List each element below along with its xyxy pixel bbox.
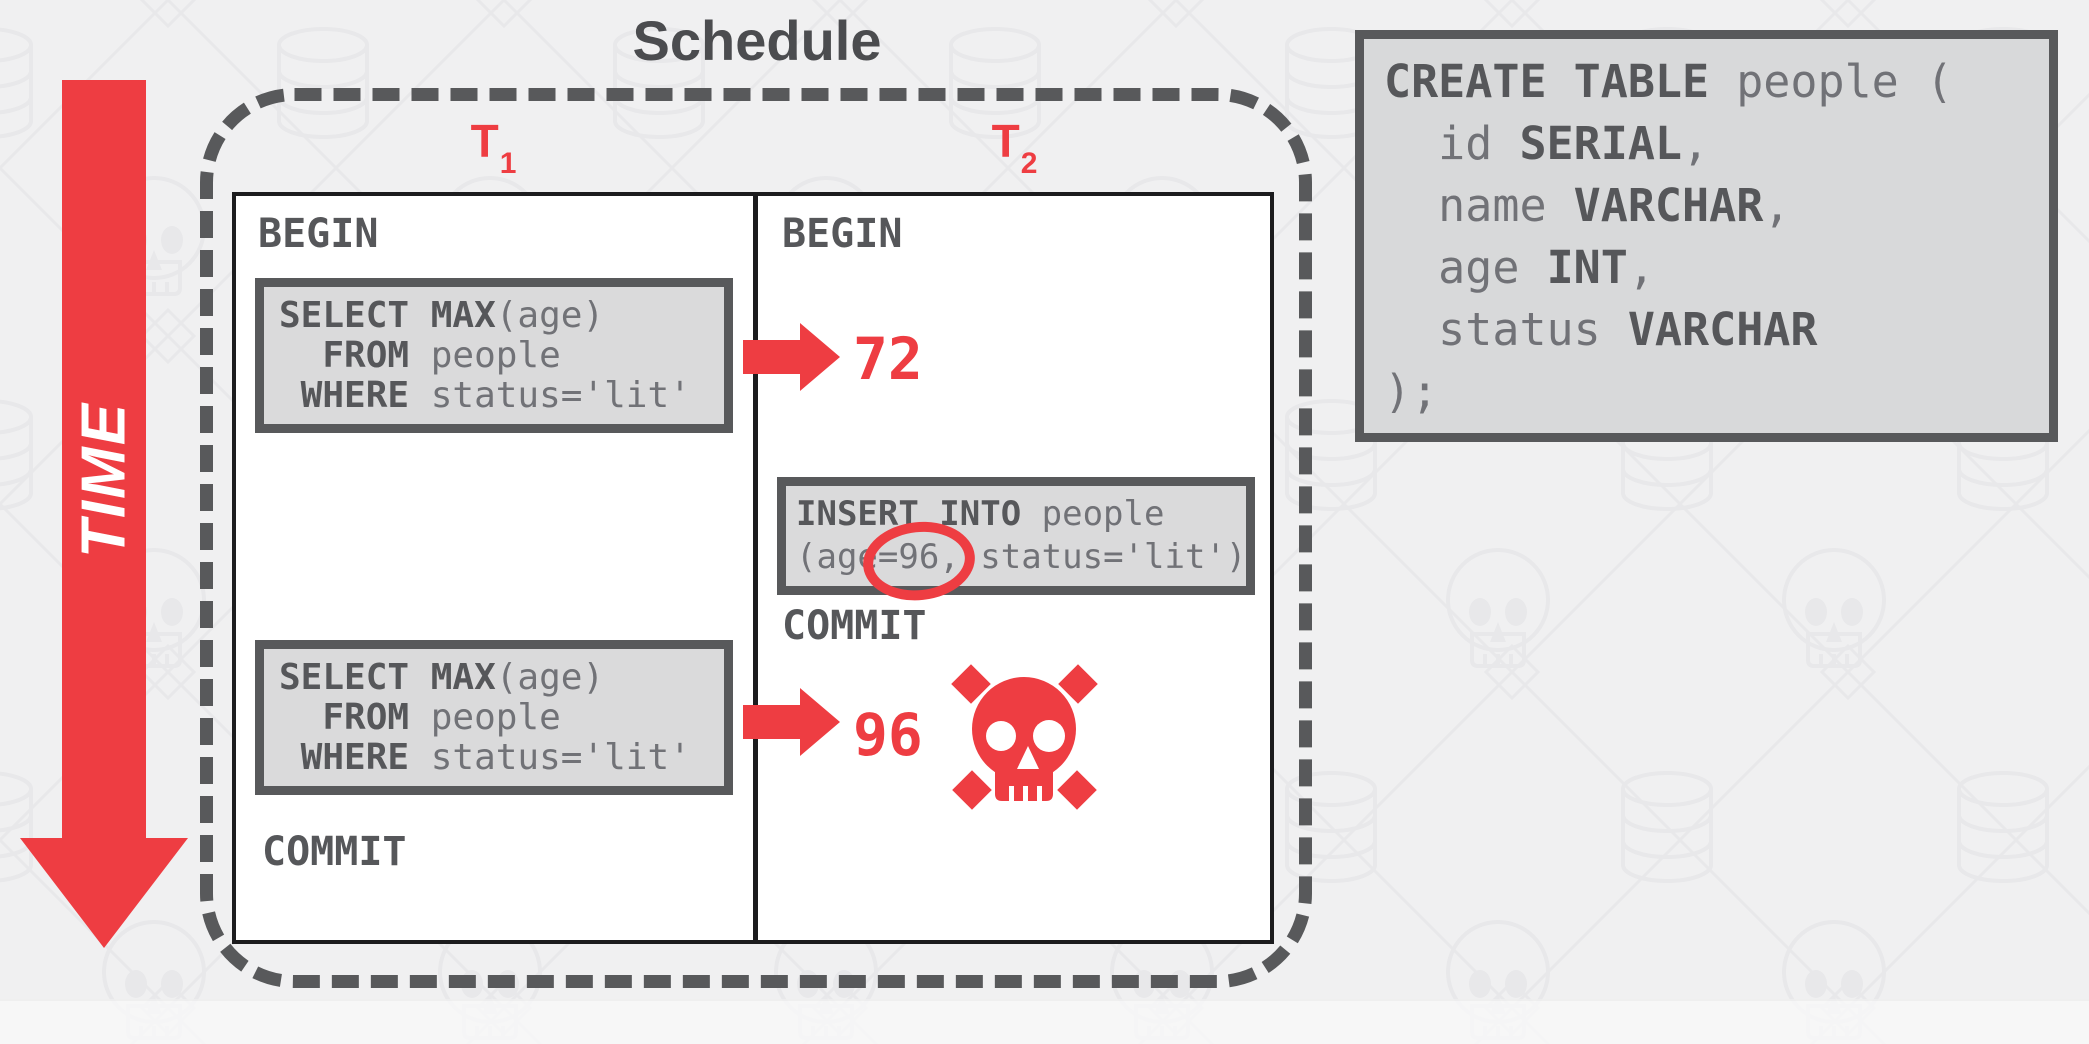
t2-begin: BEGIN	[782, 211, 903, 257]
code-line: SELECT MAX(age)	[279, 294, 605, 336]
code-line: age INT,	[1384, 241, 1655, 294]
code-line: (age=96, status='lit')	[796, 515, 1246, 606]
create-table-code: CREATE TABLE people ( id SERIAL, name VA…	[1355, 30, 2058, 442]
skull-icon	[951, 664, 1098, 810]
code-line: );	[1384, 365, 1439, 418]
code-line: WHERE status='lit'	[279, 736, 691, 778]
time-label: TIME	[69, 401, 139, 559]
t2-commit: COMMIT	[782, 603, 927, 649]
t1-begin: BEGIN	[258, 211, 379, 257]
schedule-title: Schedule	[632, 9, 882, 72]
t1-commit: COMMIT	[262, 829, 407, 875]
result-arrow-icon	[743, 688, 840, 756]
code-line: name VARCHAR,	[1384, 179, 1791, 232]
code-line: INSERT INTO people	[796, 494, 1165, 534]
t1-select-query-1: SELECT MAX(age) FROM people WHERE status…	[255, 278, 733, 433]
code-line: id SERIAL,	[1384, 117, 1710, 170]
query-result-second: 96	[853, 701, 923, 769]
code-line: WHERE status='lit'	[279, 374, 691, 416]
code-line: status VARCHAR	[1384, 303, 1818, 356]
result-arrow-icon	[743, 323, 840, 391]
t2-insert-query: INSERT INTO people (age=96, status='lit'…	[777, 477, 1255, 606]
code-line: CREATE TABLE people (	[1384, 55, 1953, 108]
circled-value: =96,	[859, 515, 979, 606]
t2-label: T2	[991, 115, 1038, 181]
query-result-first: 72	[853, 325, 923, 393]
down-arrow-icon	[20, 80, 188, 948]
bottom-fade-strip	[0, 999, 2089, 1044]
code-line: SELECT MAX(age)	[279, 656, 605, 698]
column-divider	[753, 196, 758, 940]
time-arrow: TIME	[20, 80, 188, 948]
t1-label: T1	[470, 115, 517, 181]
code-line: FROM people	[279, 696, 561, 738]
code-line: FROM people	[279, 334, 561, 376]
t1-select-query-2: SELECT MAX(age) FROM people WHERE status…	[255, 640, 733, 795]
